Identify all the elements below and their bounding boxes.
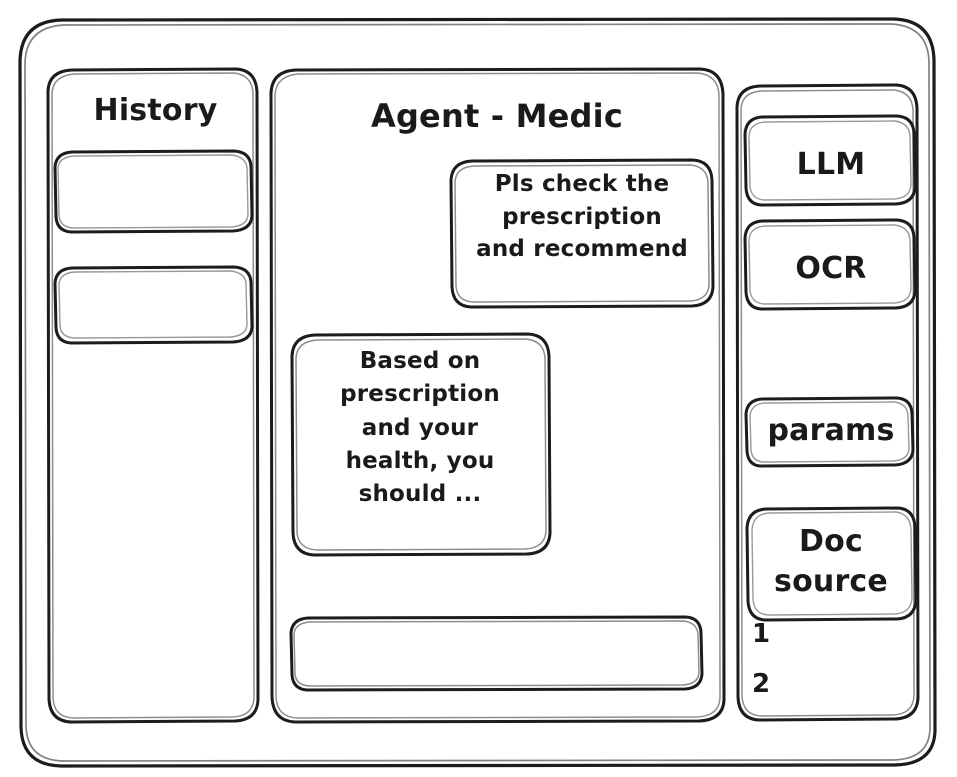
message-composer-input[interactable] — [291, 617, 703, 691]
history-item-2[interactable] — [55, 267, 253, 344]
doc-source-item-1-label: 1 — [752, 619, 771, 649]
tool-ocr-button[interactable] — [745, 220, 916, 310]
tool-params-label: params — [767, 413, 895, 448]
assistant-message-text: Based on prescription and your health, y… — [340, 348, 500, 508]
doc-source-item-1[interactable] — [748, 616, 828, 656]
doc-source-item-2-label: 2 — [752, 669, 771, 699]
assistant-message-bubble[interactable] — [292, 334, 551, 556]
tool-llm-label: LLM — [796, 147, 866, 182]
tool-params-button[interactable] — [746, 398, 913, 467]
page-title: Agent - Medic — [370, 97, 623, 135]
tool-ocr-label: OCR — [795, 251, 867, 286]
user-message-text: Pls check the prescription and recommend — [476, 171, 688, 263]
tool-doc-source-label: Doc source — [774, 524, 888, 599]
history-panel-title: History — [93, 93, 218, 128]
history-item-1[interactable] — [55, 151, 253, 233]
doc-source-item-2[interactable] — [748, 666, 828, 706]
tool-doc-source-button[interactable] — [747, 508, 917, 621]
user-message-bubble[interactable] — [451, 160, 714, 308]
tool-llm-button[interactable] — [745, 116, 916, 206]
